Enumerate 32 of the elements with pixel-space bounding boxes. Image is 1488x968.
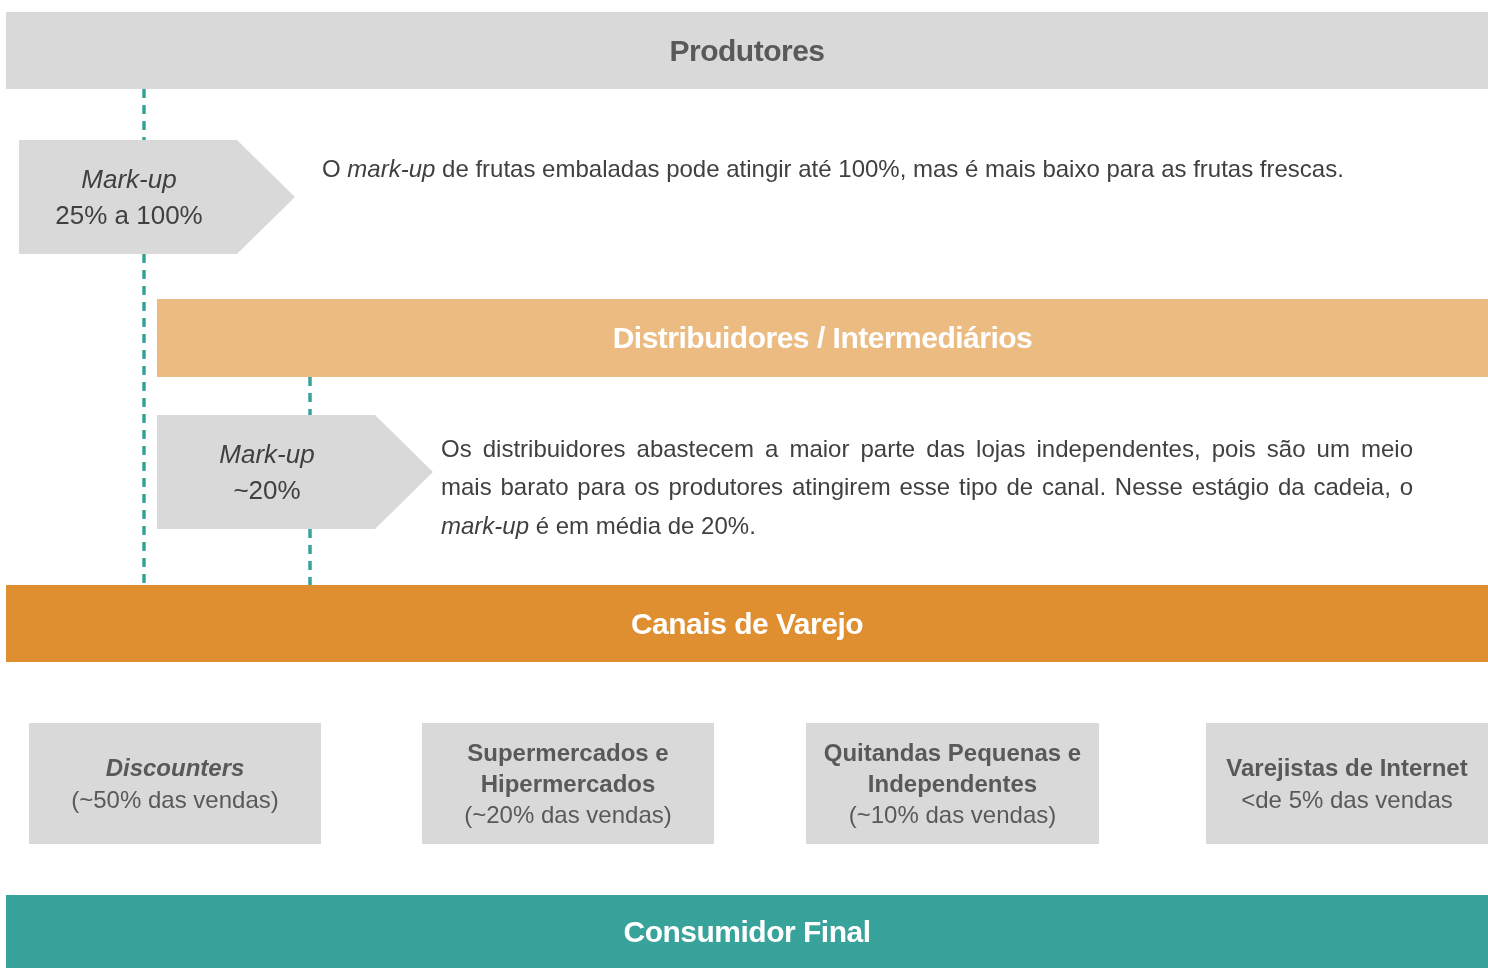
- markup-value: ~20%: [233, 474, 301, 507]
- band-title: Distribuidores / Intermediários: [612, 321, 1033, 355]
- sales-share: (~20% das vendas): [464, 800, 672, 831]
- retail-channel-box: [29, 723, 321, 844]
- band-title: Canais de Varejo: [630, 606, 864, 641]
- dashed-connector: [308, 377, 312, 415]
- markup-heading: Mark-up: [81, 162, 177, 196]
- layer-band: [6, 895, 1488, 968]
- band-title: Consumidor Final: [623, 914, 871, 949]
- pentagon-arrow-box: [19, 140, 295, 254]
- channel-name: Discounters: [105, 753, 245, 784]
- pentagon-arrow-box: [157, 415, 433, 529]
- band-title: Produtores: [669, 33, 825, 68]
- retail-channel-box: [422, 723, 714, 844]
- channel-name: Quitandas Pequenas e Independentes: [822, 737, 1083, 799]
- retail-channel-box: [806, 723, 1099, 844]
- sales-share: (~10% das vendas): [848, 800, 1057, 831]
- layer-band: [6, 585, 1488, 662]
- description-paragraph: O mark-up de frutas embaladas pode atingir até 100%, mas é mais baixo para as frutas frescas.: [322, 154, 1345, 184]
- channel-name: Supermercados e Hipermercados: [466, 737, 670, 799]
- sales-share: (~50% das vendas): [71, 784, 279, 815]
- dashed-connector: [142, 254, 146, 585]
- channel-name: Varejistas de Internet: [1226, 753, 1468, 784]
- description-paragraph: Os distribuidores abastecem a maior parte das lojas independentes, pois são um meio mais barato para os produtores atingirem esse tipo de canal. Nesse estágio da cadeia, o mark-up é em média de 20%.: [441, 434, 1413, 541]
- markup-value: 25% a 100%: [55, 199, 203, 232]
- layer-band: [6, 12, 1488, 89]
- markup-heading: Mark-up: [219, 437, 315, 471]
- retail-channel-box: [1206, 723, 1488, 844]
- dashed-connector: [308, 529, 312, 585]
- dashed-connector: [142, 89, 146, 140]
- sales-share: <de 5% das vendas: [1241, 784, 1453, 815]
- layer-band: [157, 299, 1488, 377]
